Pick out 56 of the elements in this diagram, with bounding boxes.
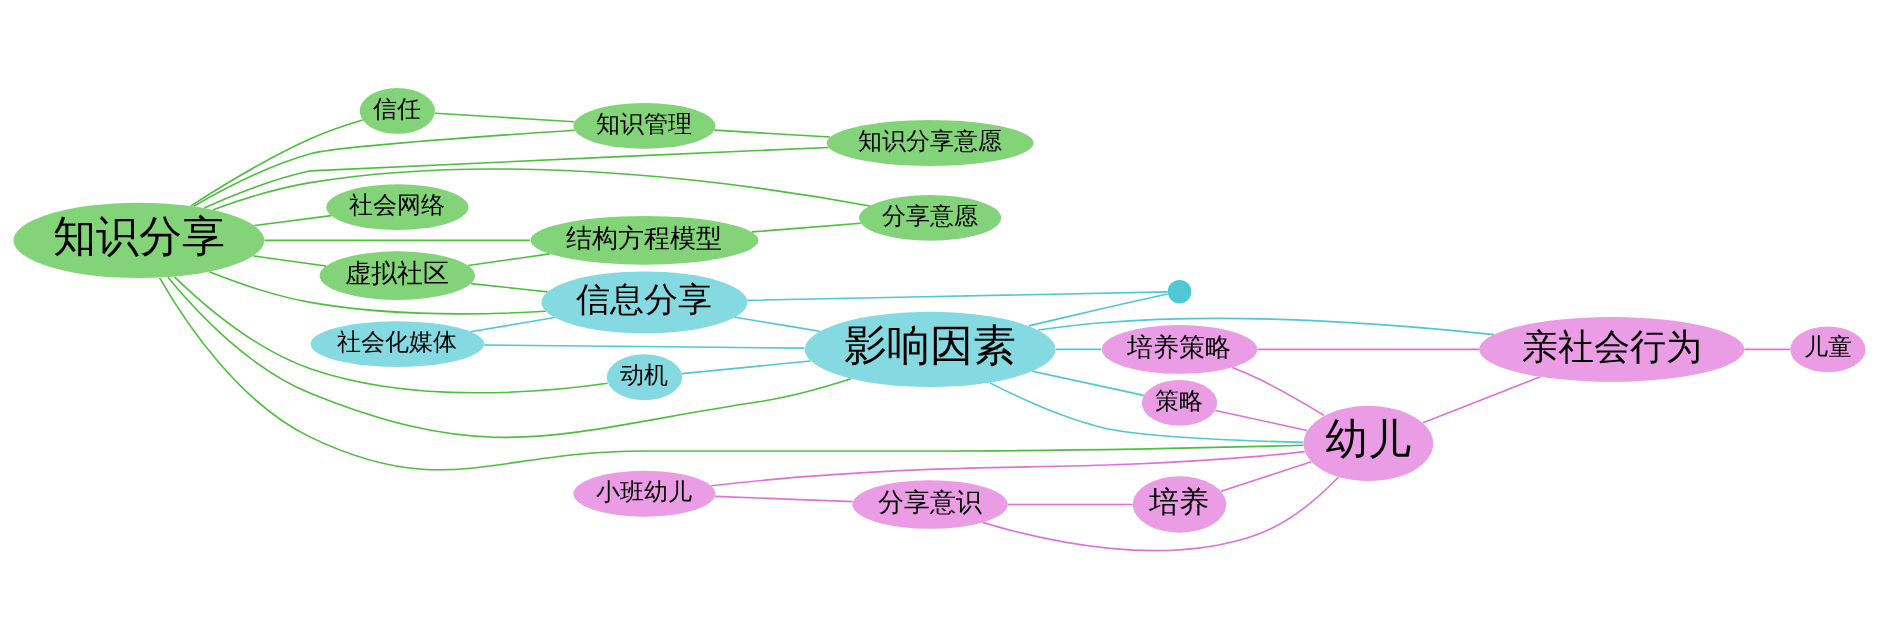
connector	[1036, 317, 1495, 336]
connector	[1054, 348, 1102, 351]
connector	[173, 276, 608, 394]
connector	[746, 291, 1168, 302]
node-ellipse: 信息分享	[540, 271, 747, 334]
node-ellipse: 动机	[606, 354, 682, 401]
connector	[158, 277, 1304, 471]
connector	[466, 253, 550, 267]
node-ellipse: 知识管理	[572, 103, 715, 149]
node-ellipse: 培养	[1132, 476, 1226, 533]
connector	[1027, 293, 1168, 327]
connector	[1421, 376, 1541, 424]
connector	[1219, 461, 1312, 493]
connector	[208, 271, 546, 315]
connector	[482, 344, 805, 349]
connector	[1031, 370, 1145, 397]
node-ellipse: 培养策略	[1101, 325, 1257, 374]
connector	[1231, 366, 1325, 417]
connector	[713, 495, 853, 503]
connector	[469, 316, 555, 333]
node-ellipse: 分享意愿	[858, 195, 1001, 241]
connector	[680, 360, 811, 375]
connector	[211, 168, 871, 211]
connector	[709, 450, 1305, 487]
connector	[189, 119, 363, 207]
node-ellipse: 结构方程模型	[530, 216, 758, 265]
connector	[1213, 409, 1308, 432]
connector	[1256, 348, 1480, 351]
node-ellipse: 信任	[359, 88, 435, 134]
node-ellipse: 小班幼儿	[572, 470, 715, 517]
connector	[713, 129, 831, 138]
connector	[1006, 503, 1133, 506]
node-ellipse: 儿童	[1789, 326, 1865, 373]
connector	[433, 112, 575, 123]
connector	[253, 214, 332, 227]
node-ellipse: 知识分享	[13, 202, 264, 278]
connector	[202, 146, 829, 209]
connector	[733, 316, 821, 333]
node-ellipse: 影响因素	[804, 311, 1055, 388]
connector	[166, 276, 852, 439]
connector	[263, 239, 531, 242]
node-ellipse: 知识分享意愿	[826, 120, 1034, 166]
node-ellipse: 虚拟社区	[319, 251, 475, 300]
node-ellipse: 策略	[1141, 379, 1217, 426]
node-ellipse: 亲社会行为	[1478, 317, 1744, 382]
node-ellipse: 社会化媒体	[310, 321, 484, 367]
connector	[469, 282, 548, 293]
node-ellipse: 社会网络	[325, 184, 468, 231]
connector	[988, 382, 1304, 444]
node-ellipse: 幼儿	[1303, 405, 1433, 482]
connector	[1743, 348, 1791, 351]
node-circle	[1167, 279, 1191, 304]
node-ellipse: 分享意识	[851, 480, 1008, 529]
connector	[192, 129, 575, 207]
connector	[750, 222, 862, 233]
connector	[252, 255, 327, 267]
